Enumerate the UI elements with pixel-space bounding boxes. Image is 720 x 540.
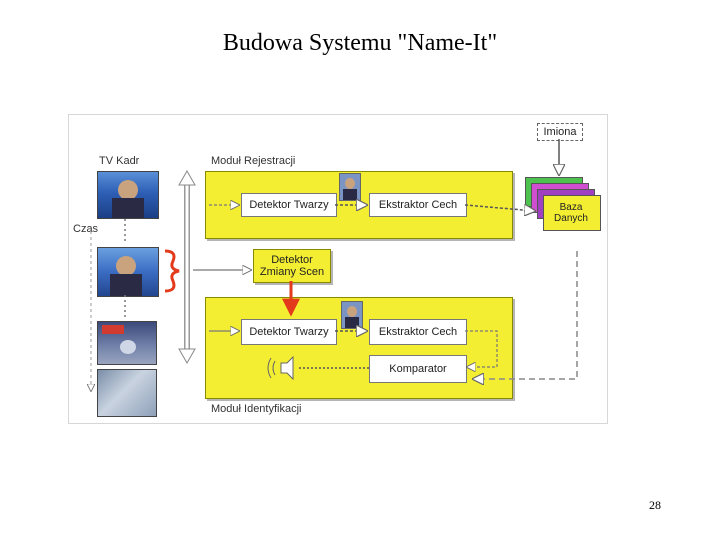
id-extractor-to-comparator <box>465 330 498 367</box>
system-diagram: TV Kadr Czas Moduł Rejestracji Moduł Ide… <box>68 114 608 424</box>
database-card-front <box>543 195 601 231</box>
page-number: 28 <box>649 498 661 512</box>
tv-frame-label: TV Kadr <box>99 155 140 167</box>
identification-feature-extractor-box: Ekstraktor Cech <box>369 319 467 345</box>
database-to-comparator <box>473 251 578 379</box>
red-brace <box>164 249 180 293</box>
tv-frame-thumbnail-4 <box>97 369 157 417</box>
face-thumbnail-registration <box>339 173 361 201</box>
database-stack: Baza Danych <box>525 177 605 241</box>
identification-face-detector-box: Detektor Twarzy <box>241 319 337 345</box>
tv-frame-thumbnail-2 <box>97 247 159 297</box>
face-thumbnail-identification <box>341 301 363 329</box>
tv-frame-thumbnail-3 <box>97 321 157 365</box>
vertical-double-arrow-head-up <box>178 169 196 186</box>
speaker-icon <box>280 355 294 381</box>
names-box: Imiona <box>537 123 583 141</box>
identification-module-label: Moduł Identyfikacji <box>211 403 302 415</box>
database-label-line2: Danych <box>554 213 588 224</box>
registration-feature-extractor-box: Ekstraktor Cech <box>369 193 467 217</box>
scene-change-detector-line2: Zmiany Scen <box>259 266 325 278</box>
registration-module-label: Moduł Rejestracji <box>211 155 296 167</box>
tv-frame-thumbnail-1 <box>97 171 159 219</box>
database-label-line1: Baza <box>559 202 583 213</box>
diagram-connectors <box>69 139 578 423</box>
comparator-box: Komparator <box>369 355 467 383</box>
scene-change-detector-line1: Detektor <box>271 254 313 266</box>
scene-change-detector-box: Detektor Zmiany Scen <box>253 249 331 283</box>
reg-extractor-to-database <box>464 205 535 211</box>
slide-title: Budowa Systemu "Name-It" <box>222 30 498 56</box>
vertical-double-arrow-head-down <box>178 348 196 365</box>
sound-wave-icon <box>267 357 276 379</box>
registration-face-detector-box: Detektor Twarzy <box>241 193 337 217</box>
time-label: Czas <box>73 223 99 235</box>
